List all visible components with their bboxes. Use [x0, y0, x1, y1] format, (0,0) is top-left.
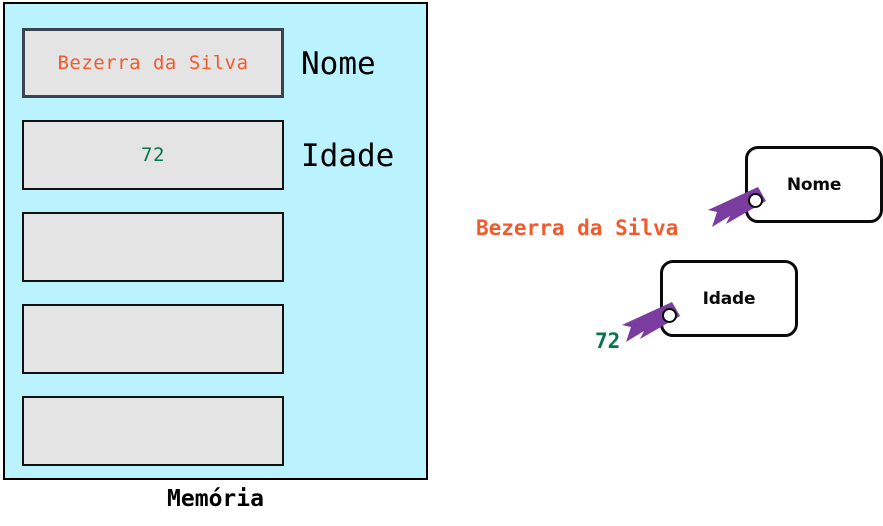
memory-label-idade: Idade	[301, 138, 395, 174]
memory-label-nome: Nome	[301, 46, 376, 82]
variable-value-nome: Bezerra da Silva	[476, 216, 679, 240]
tag-hole-icon-idade	[662, 308, 677, 323]
variable-tag-idade-label: Idade	[702, 288, 756, 309]
memory-slot-2[interactable]: 72	[22, 120, 284, 190]
memory-slot-3[interactable]	[22, 212, 284, 282]
memory-slot-1-value: Bezerra da Silva	[57, 51, 249, 74]
memory-slot-2-value: 72	[141, 143, 165, 166]
variable-tag-nome[interactable]: Nome	[745, 146, 883, 223]
variable-tags-area: Nome Bezerra da Silva Idade 72	[440, 0, 883, 526]
variable-value-idade: 72	[595, 329, 621, 353]
variable-tag-nome-label: Nome	[786, 174, 842, 195]
memory-slot-4[interactable]	[22, 304, 284, 374]
memory-caption: Memória	[167, 486, 264, 512]
memory-panel: Bezerra da Silva 72 Nome Idade	[3, 2, 428, 480]
variable-tag-idade[interactable]: Idade	[660, 260, 798, 337]
tag-hole-icon-nome	[748, 193, 763, 208]
memory-slot-5[interactable]	[22, 396, 284, 466]
memory-slot-1[interactable]: Bezerra da Silva	[22, 28, 284, 98]
